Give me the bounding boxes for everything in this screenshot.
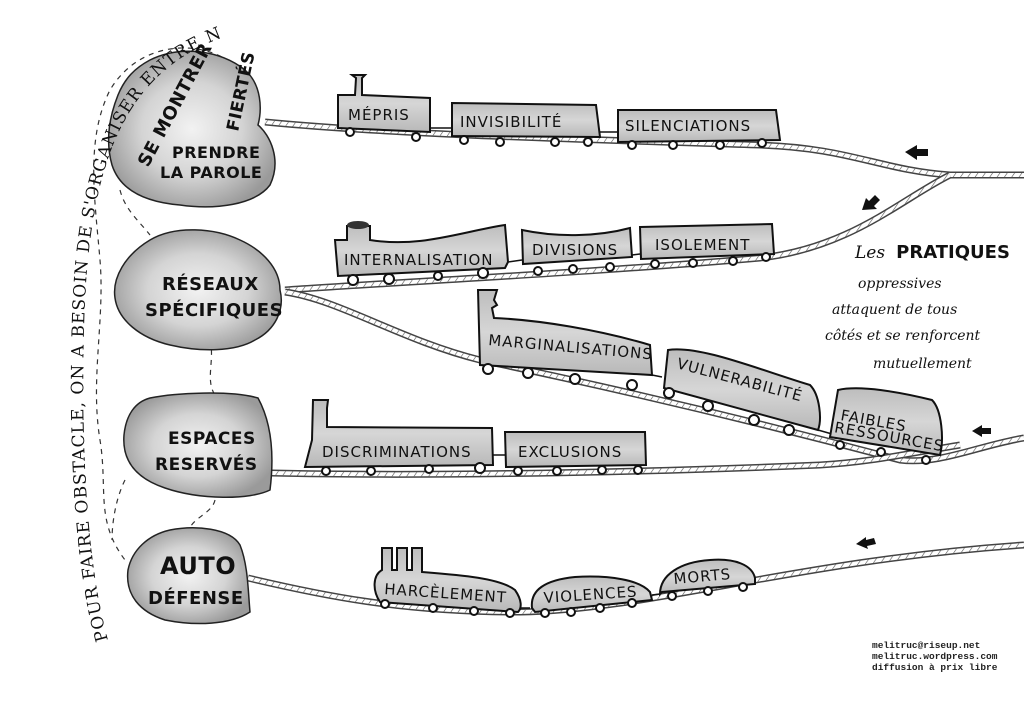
wagon-label: DIVISIONS bbox=[532, 241, 618, 259]
direction-arrows bbox=[856, 145, 991, 549]
credits-email: melitruc@riseup.net bbox=[872, 640, 981, 651]
blob-label-reserves: RESERVÉS bbox=[155, 453, 258, 475]
train-4: DISCRIMINATIONS EXCLUSIONS bbox=[303, 399, 648, 476]
dashed-link-3-left bbox=[111, 479, 126, 541]
blob-reseaux: RÉSEAUX SPÉCIFIQUES bbox=[113, 229, 283, 351]
wagon: MORTS bbox=[658, 558, 756, 601]
note-line-3: côtés et se renforcent bbox=[825, 328, 981, 344]
blob-espaces: ESPACES RESERVÉS bbox=[123, 392, 273, 499]
blob-label-reseaux: RÉSEAUX bbox=[162, 273, 259, 295]
note-prefix: Les bbox=[854, 243, 885, 263]
wagon: EXCLUSIONS bbox=[503, 431, 648, 476]
wagon-label: DISCRIMINATIONS bbox=[322, 443, 472, 461]
credits-website: melitruc.wordpress.com bbox=[872, 651, 998, 662]
arrow-down-left-icon bbox=[862, 195, 880, 210]
wagon-label: MORTS bbox=[673, 565, 732, 588]
note-line-2: attaquent de tous bbox=[832, 302, 957, 318]
locomotive: HARCÈLEMENT bbox=[373, 547, 522, 618]
wagon-label: SILENCIATIONS bbox=[625, 117, 751, 135]
arrow-left-icon bbox=[905, 145, 928, 160]
blob-label-espaces: ESPACES bbox=[168, 429, 256, 449]
dashed-link-2-3 bbox=[209, 339, 216, 396]
blob-autodefense: AUTO DÉFENSE bbox=[126, 527, 251, 625]
dashed-connectors bbox=[93, 47, 231, 561]
arrow-left-icon bbox=[856, 537, 876, 549]
note-emphasis: PRATIQUES bbox=[896, 242, 1010, 263]
blob-label-la-parole: LA PAROLE bbox=[160, 163, 262, 182]
wagon: INVISIBILITÉ bbox=[451, 101, 602, 147]
train-2: INTERNALISATION DIVISIONS ISOLEMENT bbox=[333, 221, 776, 286]
arrow-left-icon bbox=[972, 425, 991, 437]
locomotive: MÉPRIS bbox=[337, 74, 431, 142]
train-5: HARCÈLEMENT VIOLENCES MORTS bbox=[373, 547, 756, 618]
note-title: Les PRATIQUES bbox=[854, 242, 1010, 263]
track-3 bbox=[284, 288, 1024, 465]
dashed-arc-outer bbox=[93, 47, 231, 561]
locomotive: INTERNALISATION bbox=[333, 221, 510, 286]
blob-label-auto: AUTO bbox=[160, 552, 236, 580]
blob-label-prendre: PRENDRE bbox=[172, 143, 260, 162]
wagon-label: MÉPRIS bbox=[348, 105, 410, 124]
note-block: Les PRATIQUES oppressives attaquent de t… bbox=[825, 242, 1010, 372]
locomotive: DISCRIMINATIONS bbox=[303, 399, 495, 476]
wagon: VIOLENCES bbox=[530, 575, 654, 618]
wagon-label: INVISIBILITÉ bbox=[460, 112, 562, 131]
credits: melitruc@riseup.net melitruc.wordpress.c… bbox=[872, 640, 997, 673]
wagon: FAIBLES RESSOURCES bbox=[828, 387, 945, 465]
blob-label-defense: DÉFENSE bbox=[148, 587, 244, 609]
wagon-label: EXCLUSIONS bbox=[518, 443, 622, 461]
wagon-label: ISOLEMENT bbox=[655, 236, 750, 254]
wagon: DIVISIONS bbox=[520, 226, 634, 276]
credits-license: diffusion à prix libre bbox=[872, 662, 998, 673]
blob-label-specifiques: SPÉCIFIQUES bbox=[145, 299, 283, 321]
train-1: MÉPRIS INVISIBILITÉ SILENCIATIONS bbox=[337, 74, 782, 150]
note-line-1: oppressives bbox=[858, 276, 942, 292]
wagon: ISOLEMENT bbox=[638, 222, 776, 269]
note-line-4: mutuellement bbox=[873, 356, 972, 372]
blob-fiertes: SE MONTRER FIERTÉS PRENDRE LA PAROLE bbox=[107, 39, 276, 208]
wagon-label: INTERNALISATION bbox=[344, 251, 493, 269]
dashed-link-1-2 bbox=[119, 189, 151, 236]
wagon: SILENCIATIONS bbox=[617, 109, 782, 150]
